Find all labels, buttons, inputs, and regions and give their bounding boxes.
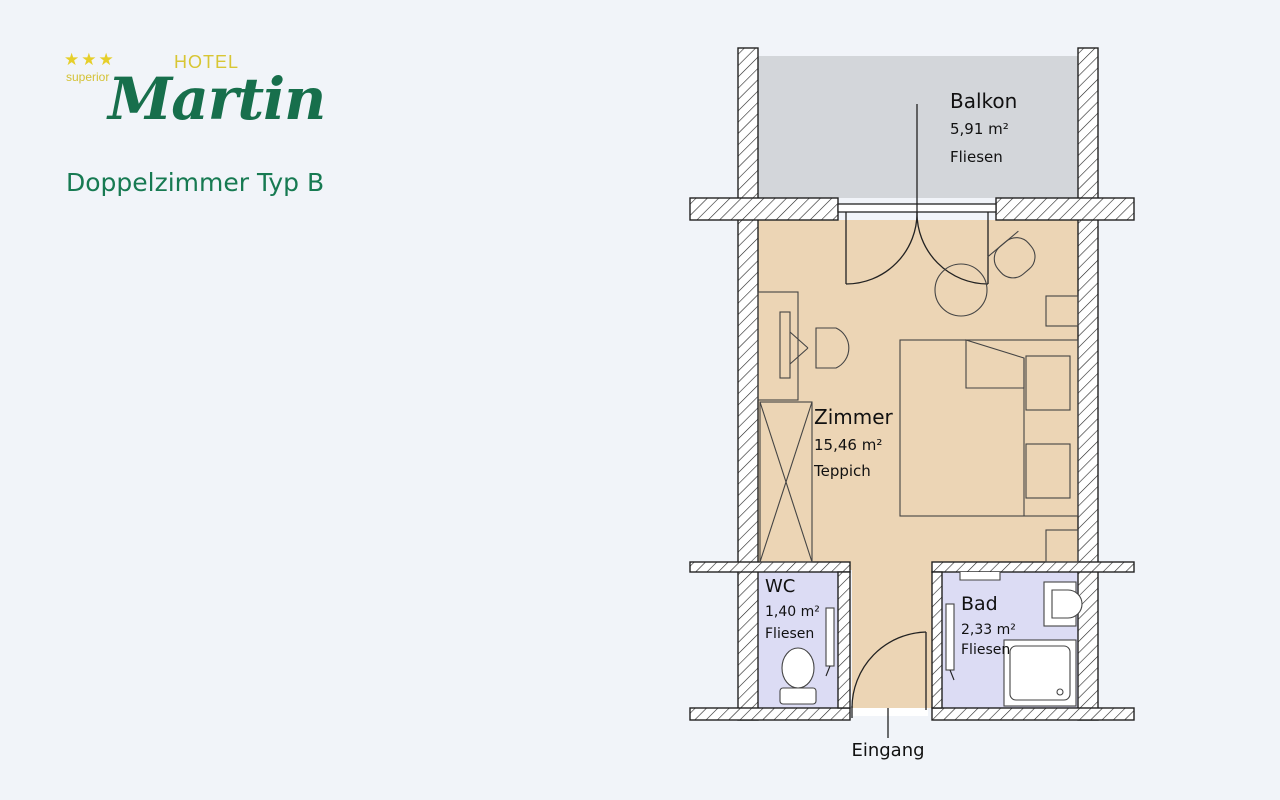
bad-area: 2,33 m² (961, 622, 1016, 638)
toilet-tank (779, 687, 817, 705)
wall-top-right (995, 197, 1135, 221)
bad-name: Bad (961, 593, 998, 615)
balkon-name: Balkon (950, 89, 1017, 113)
bad-door (945, 603, 955, 671)
wall-right (1077, 47, 1099, 721)
walls (689, 47, 1135, 721)
wall-wc-hall (837, 571, 851, 709)
zimmer-area: 15,46 m² (814, 436, 882, 454)
hotel-logo: ★★★ superior HOTEL Martin (60, 48, 326, 133)
shelf-top-right (1045, 295, 1079, 327)
desk (757, 291, 799, 401)
bad-floor-type: Fliesen (961, 642, 1010, 658)
logo-name: Martin (108, 65, 326, 133)
desk-chair-arms (789, 331, 809, 365)
wall-top-left (689, 197, 839, 221)
wall-mid-right (931, 561, 1135, 573)
nightstand (1045, 529, 1079, 563)
hall-floor (852, 568, 932, 708)
room-type-title: Doppelzimmer Typ B (66, 168, 325, 197)
logo-hotel: HOTEL (174, 52, 240, 72)
toilet-icon (781, 647, 815, 689)
wc-area: 1,40 m² (765, 604, 820, 620)
round-table (934, 263, 988, 317)
balkon-floor-type: Fliesen (950, 148, 1003, 166)
wall-hall-bad (931, 571, 943, 709)
balkon-floor (758, 56, 1078, 198)
furniture (757, 230, 1079, 563)
desk-chair (815, 327, 850, 369)
entrance-label: Eingang (851, 740, 924, 761)
zimmer-name: Zimmer (814, 405, 894, 429)
wall-mid-left (689, 561, 851, 573)
double-bed (899, 339, 1079, 517)
balkon-area: 5,91 m² (950, 120, 1009, 138)
armchair (987, 230, 1036, 279)
towel-rail (959, 572, 1001, 581)
logo-superior: superior (66, 70, 110, 84)
rating-stars: ★★★ (64, 50, 116, 70)
wc-floor-type: Fliesen (765, 626, 814, 642)
zimmer-floor-type: Teppich (813, 462, 871, 480)
wc-door (825, 607, 835, 667)
entrance-door (851, 631, 928, 738)
bad-fixtures (945, 572, 1083, 707)
wc-name: WC (765, 576, 795, 597)
balcony-door (837, 104, 997, 285)
wc-fixtures (779, 607, 835, 705)
tv (779, 311, 791, 379)
wall-bottom-right (931, 707, 1135, 721)
zimmer-floor (758, 220, 1078, 570)
wall-left (737, 47, 759, 721)
wardrobe (759, 401, 813, 563)
wall-bottom-left (689, 707, 851, 721)
